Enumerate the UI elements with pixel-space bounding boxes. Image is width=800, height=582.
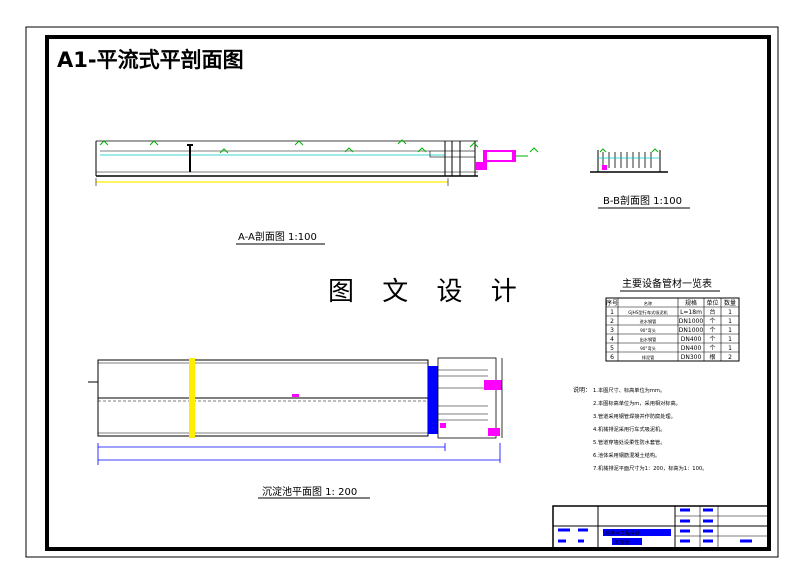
notes-label: 说明： xyxy=(573,386,591,394)
section-bb-drawing xyxy=(590,148,668,173)
note-item: 2.本图标高单位为m，采用相对标高。 xyxy=(593,399,681,407)
inner-frame xyxy=(45,35,771,551)
table-cell: 5 xyxy=(610,345,614,352)
table-cell: 个 xyxy=(709,327,715,334)
table-cell: 1 xyxy=(728,327,732,334)
table-cell: 2 xyxy=(728,354,732,361)
table-header-cell: 单位 xyxy=(706,299,718,307)
table-cell: 个 xyxy=(709,318,715,325)
note-item: 4.机械排泥采用行车式吸泥机。 xyxy=(593,425,665,433)
table-cell: 个 xyxy=(709,345,715,352)
table-header-cell: 名称 xyxy=(644,300,652,307)
table-cell: DN400 xyxy=(681,336,702,343)
table-cell: 进水钢管 xyxy=(640,318,657,325)
outlet-pipe xyxy=(475,162,487,170)
table-cell: 排泥管 xyxy=(642,354,655,361)
table-header-cell: 数量 xyxy=(724,299,736,307)
table-cell: 2 xyxy=(610,318,614,325)
note-item: 6.池体采用钢筋混凝土结构。 xyxy=(593,451,660,459)
table-cell: DN1000 xyxy=(679,327,704,334)
section-bb-label: B-B剖面图 1:100 xyxy=(603,194,682,207)
table-cell: 90°弯头 xyxy=(640,327,656,334)
table-cell: 台 xyxy=(709,308,715,316)
note-item: 1.本图尺寸、标高单位为mm。 xyxy=(593,386,665,394)
designer-stamp: 图 文 设 计 xyxy=(328,277,527,307)
scraper-bridge xyxy=(189,358,195,438)
notes-list: 1.本图尺寸、标高单位为mm。 2.本图标高单位为m，采用相对标高。 3.管道采用钢… xyxy=(593,386,707,472)
note-item: 3.管道采用钢管焊接并作防腐处理。 xyxy=(593,412,676,420)
table-cell: 1 xyxy=(728,309,732,316)
table-cell: DN300 xyxy=(681,354,702,361)
table-cell: L=18m xyxy=(680,309,702,316)
table-cell: 1 xyxy=(728,318,732,325)
table-title: 主要设备管材一览表 xyxy=(622,277,712,290)
table-cell: 3 xyxy=(610,327,614,334)
table-cell: 1 xyxy=(610,309,614,316)
table-cell: 个 xyxy=(709,336,715,343)
title-block-company-bar xyxy=(603,529,671,536)
outer-frame xyxy=(25,26,779,558)
equipment-table: 序号 名称 规格 单位数量 1 GJHS型行车式吸泥机 L=18m 台 1 2 进水钢管 DN1000… xyxy=(605,297,740,362)
table-cell: DN1000 xyxy=(679,318,704,325)
table-cell: 90°弯头 xyxy=(640,345,656,352)
table-cell: 1 xyxy=(728,345,732,352)
table-header-cell: 序号 xyxy=(606,299,618,307)
table-cell: 6 xyxy=(610,354,614,361)
section-aa-label: A-A剖面图 1:100 xyxy=(238,230,317,243)
section-aa-drawing xyxy=(95,139,539,186)
table-cell: 出水钢管 xyxy=(640,336,657,343)
plan-inlet-pipe xyxy=(484,380,502,390)
title-block-name-bar xyxy=(612,538,642,545)
title-block-company: 给排水工程设计 xyxy=(605,530,640,537)
outlet-channel xyxy=(428,366,438,434)
note-item: 5.管道穿墙处设柔性防水套管。 xyxy=(593,438,665,446)
table-cell: GJHS型行车式吸泥机 xyxy=(628,309,668,316)
note-item: 7.机械排泥平面尺寸为1：200，标高为1：100。 xyxy=(593,464,707,472)
plan-label: 沉淀池平面图 1: 200 xyxy=(262,485,357,498)
plan-view-drawing xyxy=(88,357,503,465)
title-block-drawing-name: 沉淀池 xyxy=(614,539,629,546)
title-block: 给排水工程设计 沉淀池 xyxy=(552,505,770,550)
table-header-cell: 规格 xyxy=(685,299,697,307)
table-cell: 根 xyxy=(709,353,715,361)
drawing-title: A1-平流式平剖面图 xyxy=(57,48,244,72)
table-cell: 4 xyxy=(610,336,614,343)
table-cell: DN400 xyxy=(681,345,702,352)
table-cell: 1 xyxy=(728,336,732,343)
